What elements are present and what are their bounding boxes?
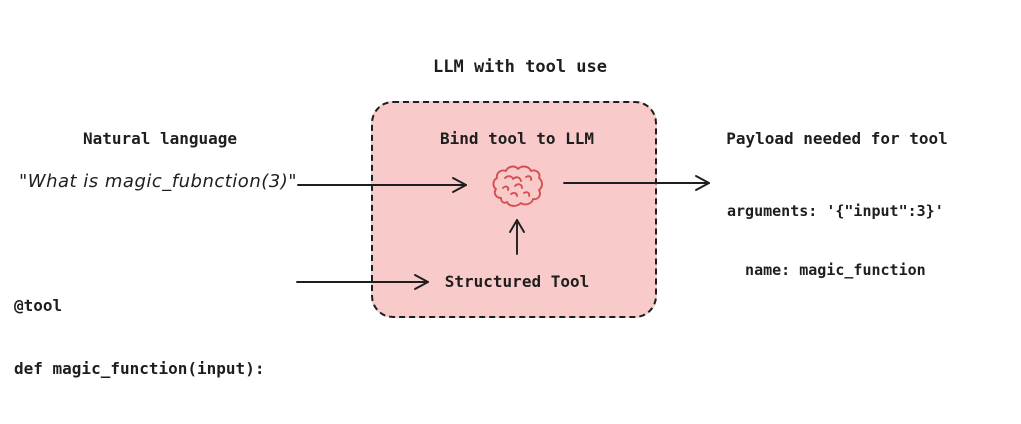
brain-icon bbox=[492, 165, 543, 207]
code-line: return input + 2 bbox=[14, 421, 264, 424]
payload-heading: Payload needed for tool bbox=[726, 129, 948, 148]
structured-tool-label: Structured Tool bbox=[444, 272, 590, 291]
code-line: def magic_function(input): bbox=[14, 359, 265, 378]
natural-language-heading: Natural language bbox=[82, 129, 238, 148]
brain-squiggle bbox=[510, 192, 518, 197]
payload-block: arguments: '{"input":3}' name: magic_fun… bbox=[727, 163, 944, 319]
payload-line: name: magic_function bbox=[727, 260, 926, 279]
tool-code-block: @tool def magic_function(input): return … bbox=[14, 253, 264, 424]
brain-squiggle bbox=[514, 183, 523, 189]
brain-squiggle bbox=[504, 175, 522, 182]
bind-tool-heading: Bind tool to LLM bbox=[439, 129, 595, 148]
user-query-text: "What is magic_fubnction(3)" bbox=[18, 171, 298, 192]
payload-line: arguments: '{"input":3}' bbox=[727, 202, 944, 220]
code-line: @tool bbox=[14, 296, 63, 315]
brain-squiggle bbox=[502, 185, 510, 191]
diagram-title: LLM with tool use bbox=[433, 57, 607, 77]
brain-squiggle bbox=[525, 175, 533, 181]
brain-outline bbox=[492, 165, 543, 207]
brain-squiggle bbox=[523, 191, 531, 197]
